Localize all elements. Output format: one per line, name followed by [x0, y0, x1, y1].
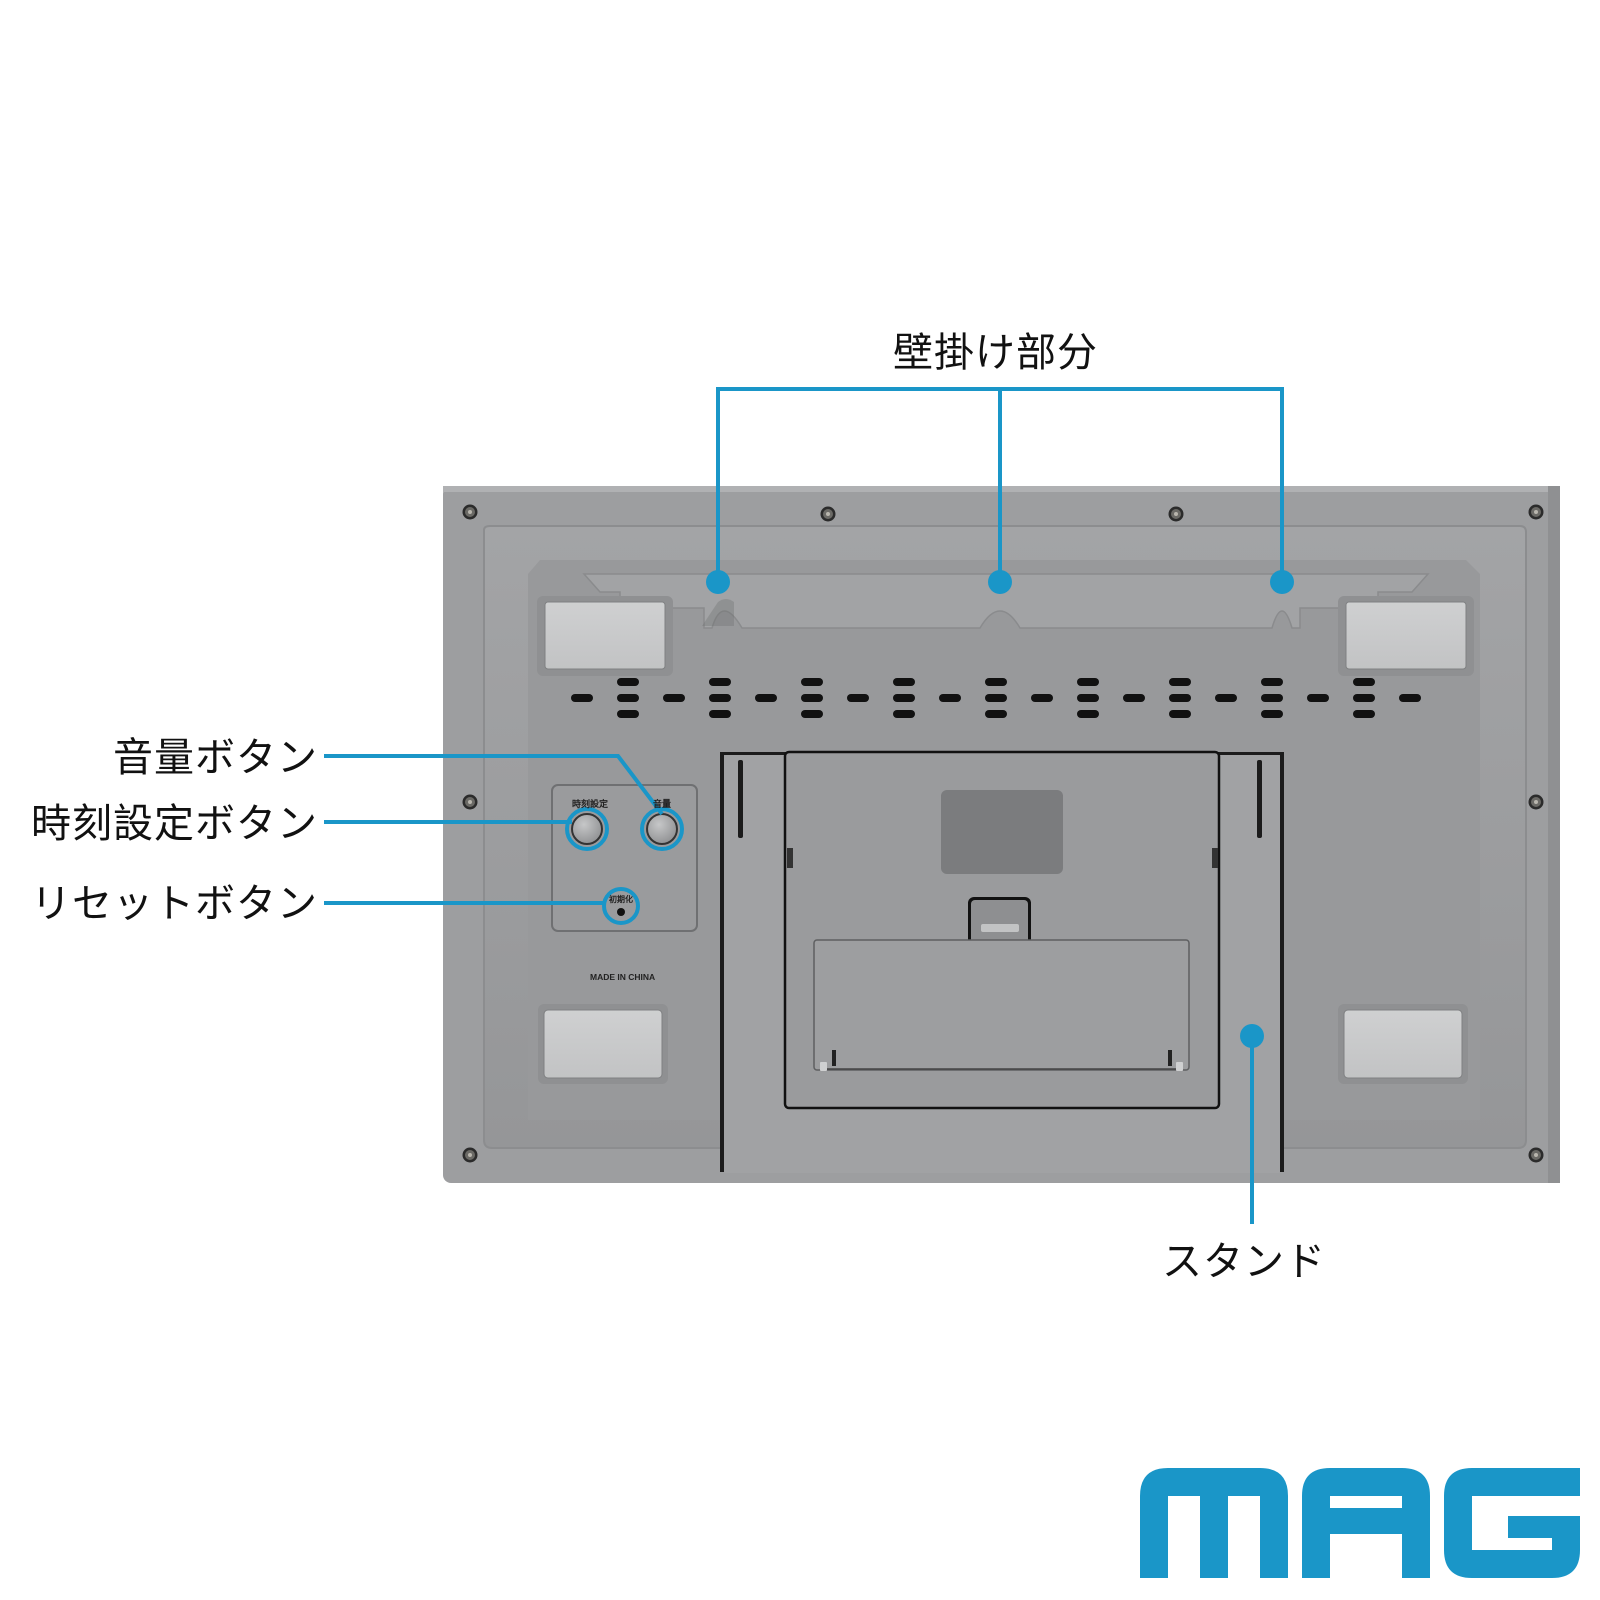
screw-icon — [462, 794, 478, 810]
callout-markers — [706, 570, 1294, 1048]
reset-button-label: リセットボタン — [31, 881, 318, 927]
reset-caption: 初期化 — [609, 895, 633, 904]
screw-icon — [1528, 1147, 1544, 1163]
screw-icon — [1168, 506, 1184, 522]
time-set-button-label: 時刻設定ボタン — [31, 801, 318, 847]
screw-icon — [1528, 794, 1544, 810]
stand-label: スタンド — [1162, 1239, 1326, 1285]
stand — [720, 750, 1284, 1173]
mag-logo: MAG — [1140, 1468, 1580, 1578]
volume-button-label: 音量ボタン — [113, 735, 318, 781]
callout-lines — [324, 387, 1284, 1224]
vent-slots — [571, 678, 1421, 718]
screw-icon — [462, 504, 478, 520]
screw-icon — [820, 506, 836, 522]
volume-caption: 音量 — [653, 799, 672, 809]
screw-icon — [462, 1147, 478, 1163]
screw-icon — [1528, 504, 1544, 520]
button-rings — [565, 807, 684, 925]
time-set-caption: 時刻設定 — [572, 799, 609, 809]
wall-mount-label: 壁掛け部分 — [893, 330, 1098, 376]
made-in-label: MADE IN CHINA — [590, 972, 656, 982]
